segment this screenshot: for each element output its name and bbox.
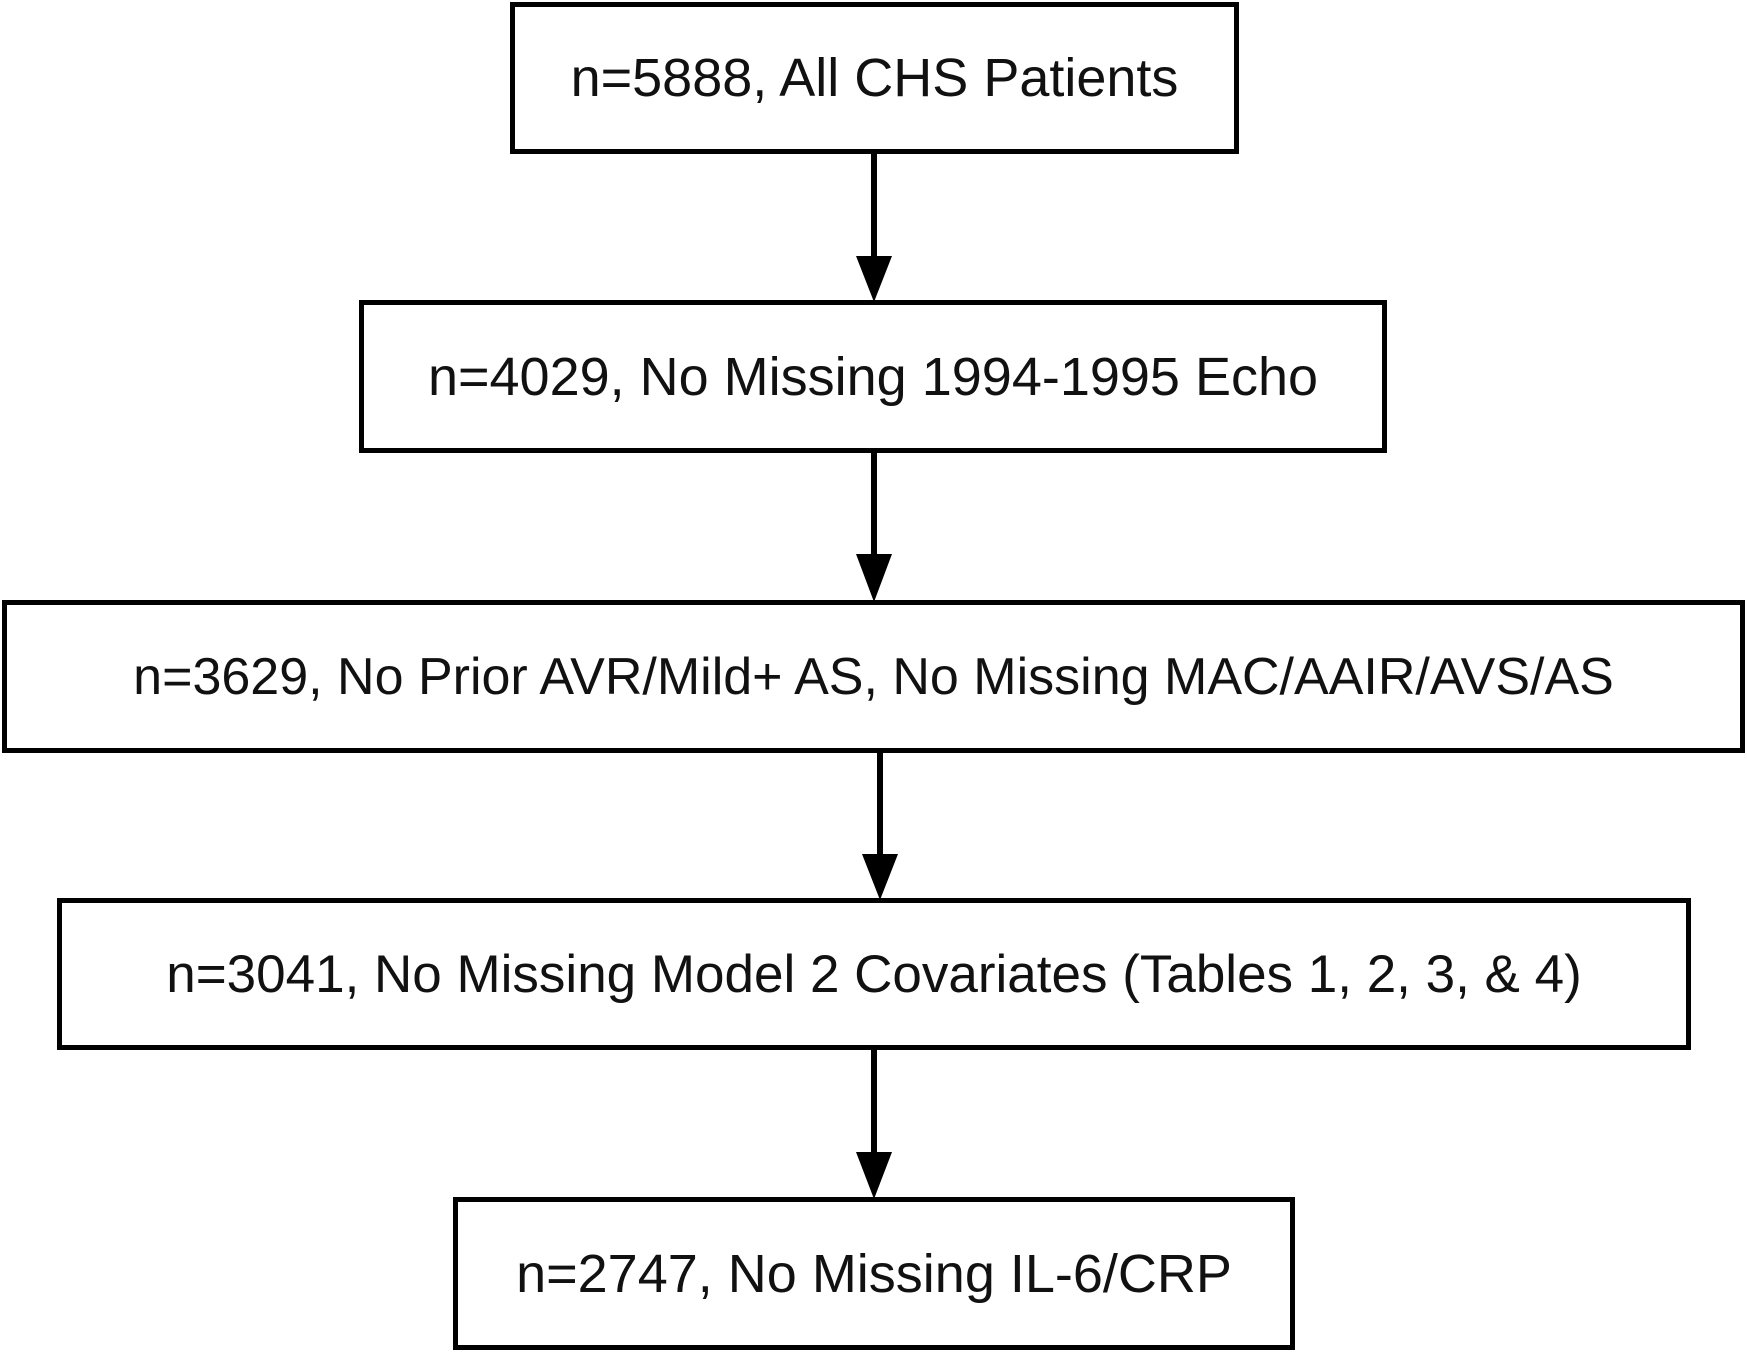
step-label: n=5888, All CHS Patients — [570, 48, 1179, 108]
step-label: n=3041, No Missing Model 2 Covariates (T… — [166, 944, 1582, 1004]
step-label: n=3629, No Prior AVR/Mild+ AS, No Missin… — [133, 647, 1614, 706]
step-box-all-patients: n=5888, All CHS Patients — [510, 2, 1239, 154]
step-box-il6-crp: n=2747, No Missing IL-6/CRP — [453, 1197, 1295, 1350]
step-box-model-2-covariates: n=3041, No Missing Model 2 Covariates (T… — [57, 898, 1691, 1050]
arrow-3-to-4 — [862, 753, 898, 900]
arrow-4-to-5 — [856, 1050, 892, 1199]
arrow-2-to-3 — [856, 453, 892, 602]
step-label: n=2747, No Missing IL-6/CRP — [516, 1243, 1232, 1304]
step-box-echo: n=4029, No Missing 1994-1995 Echo — [359, 300, 1387, 453]
arrow-1-to-2 — [856, 154, 892, 302]
step-label: n=4029, No Missing 1994-1995 Echo — [427, 346, 1319, 407]
step-box-no-prior-avr: n=3629, No Prior AVR/Mild+ AS, No Missin… — [2, 600, 1745, 753]
